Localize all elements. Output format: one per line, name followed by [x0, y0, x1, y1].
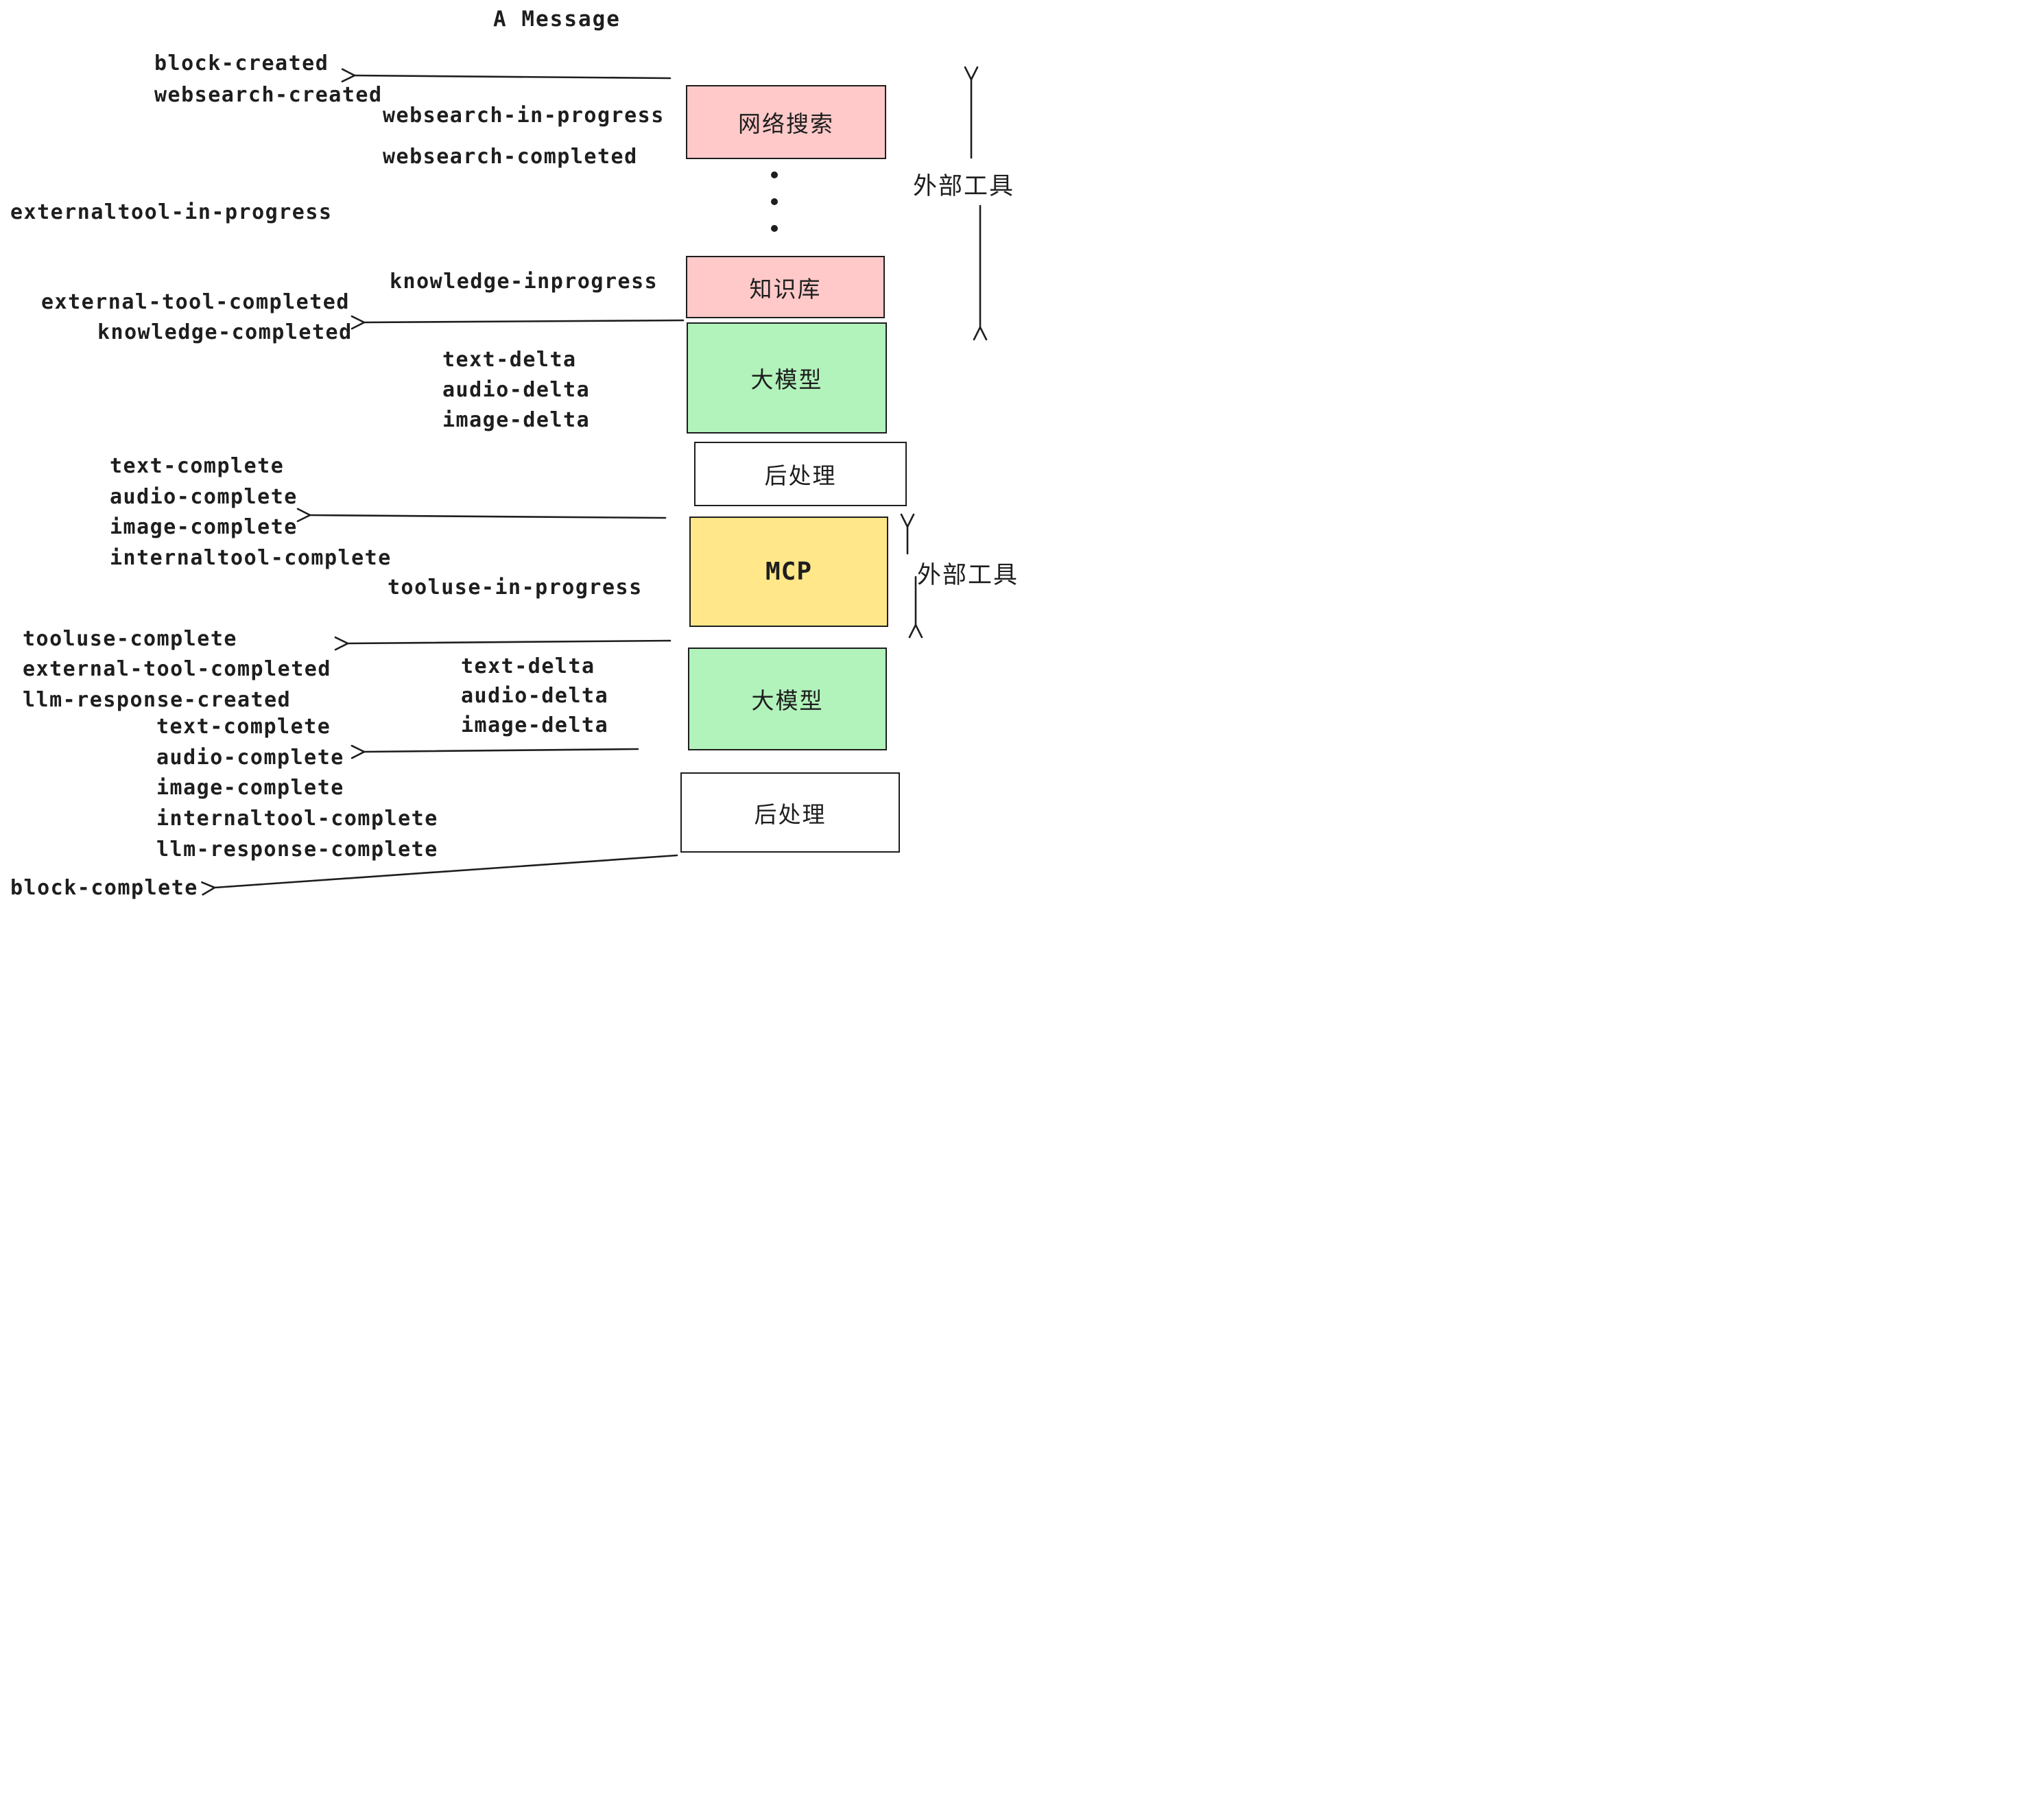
event-label: externaltool-in-progress — [10, 200, 333, 224]
diagram-title: A Message — [493, 7, 621, 32]
box-knowledge: 知识库 — [686, 256, 885, 318]
event-label: websearch-created — [154, 83, 383, 107]
event-label: knowledge-completed — [97, 320, 353, 344]
box-postprocess-2: 后处理 — [680, 772, 900, 853]
box-mcp: MCP — [689, 517, 888, 627]
event-label: internaltool-complete — [110, 546, 392, 570]
event-label: llm-response-complete — [156, 838, 438, 862]
external-tools-span-label-1: 外部工具 — [913, 173, 1015, 200]
arrow-internal-complete — [296, 508, 667, 523]
ellipsis-dot — [771, 225, 778, 232]
event-label: text-complete — [156, 715, 331, 739]
event-label: external-tool-completed — [41, 290, 350, 314]
box-mcp-label: MCP — [765, 558, 813, 586]
event-label: audio-complete — [156, 746, 344, 770]
box-websearch-label: 网络搜索 — [738, 110, 834, 137]
box-postprocess-2-label: 后处理 — [754, 800, 827, 828]
external-tools-span-label-2: 外部工具 — [917, 562, 1019, 589]
box-knowledge-label: 知识库 — [749, 275, 822, 302]
event-label: audio-complete — [110, 485, 298, 509]
event-label: knowledge-inprogress — [390, 270, 658, 294]
sequence-diagram: A Message 网络搜索 知识库 大模型 后处理 MCP 大模型 后处理 外… — [0, 0, 1022, 902]
ellipsis-dot — [771, 171, 778, 178]
event-label: image-complete — [156, 776, 344, 800]
event-label: image-complete — [110, 515, 298, 539]
box-llm-2-label: 大模型 — [751, 687, 824, 714]
box-llm-1-label: 大模型 — [750, 366, 823, 393]
event-label: audio-delta — [442, 378, 591, 402]
box-postprocess-1: 后处理 — [694, 442, 907, 506]
event-label: internaltool-complete — [156, 807, 438, 831]
event-label: image-delta — [442, 408, 591, 432]
arrow-websearch-created — [341, 68, 672, 83]
event-label: websearch-completed — [383, 145, 638, 169]
event-label: llm-response-created — [23, 688, 292, 712]
event-label: external-tool-completed — [23, 657, 331, 681]
ellipsis-dot — [771, 198, 778, 205]
event-label: text-delta — [461, 654, 595, 678]
box-websearch: 网络搜索 — [686, 85, 886, 159]
event-label: block-complete — [10, 876, 198, 900]
vertical-ellipsis — [771, 171, 781, 252]
event-label: text-complete — [110, 454, 285, 478]
event-label: tooluse-complete — [23, 627, 237, 651]
arrow-tooluse-complete — [334, 636, 672, 651]
box-llm-1: 大模型 — [687, 322, 887, 434]
event-label: text-delta — [442, 348, 577, 372]
event-label: tooluse-in-progress — [388, 575, 643, 600]
box-llm-2: 大模型 — [688, 648, 887, 750]
event-label: audio-delta — [461, 684, 609, 708]
arrow-knowledge-completed — [350, 315, 685, 330]
event-label: block-created — [154, 51, 329, 75]
box-postprocess-1-label: 后处理 — [764, 462, 837, 489]
arrow-llm-complete — [350, 744, 639, 759]
event-label: websearch-in-progress — [383, 104, 665, 128]
event-label: image-delta — [461, 713, 609, 737]
